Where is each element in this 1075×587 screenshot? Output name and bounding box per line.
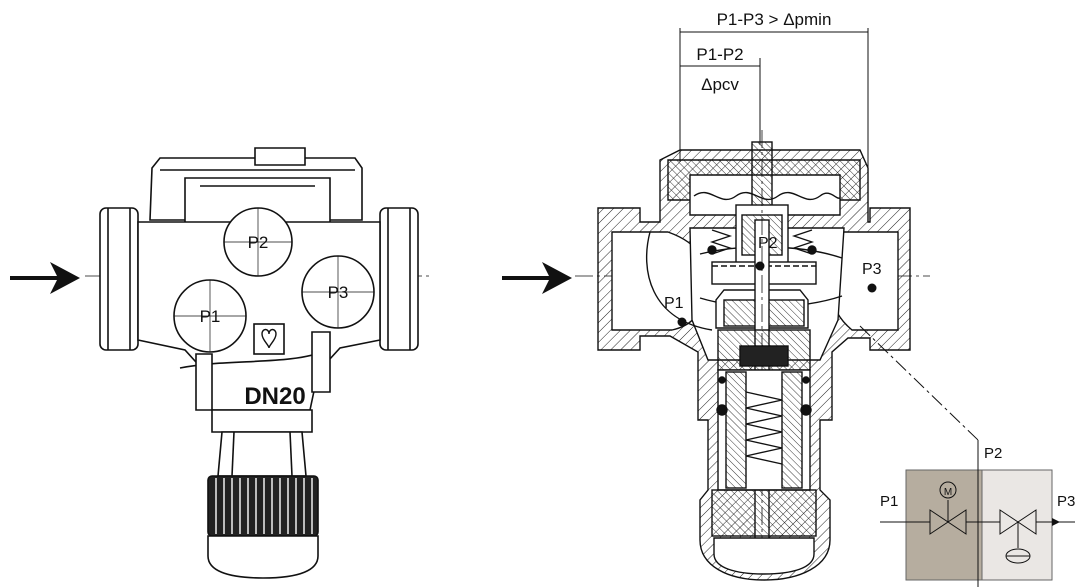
- point-p1: [677, 317, 687, 327]
- left-label-p2: P2: [248, 233, 269, 252]
- dim-inner-label: P1-P2: [696, 45, 743, 64]
- right-valve: [502, 130, 930, 581]
- schematic-label-p2: P2: [984, 445, 1002, 462]
- motor-symbol: [939, 481, 957, 499]
- schematic-label-p1: P1: [880, 493, 898, 510]
- schematic-label-p3: P3: [1057, 493, 1075, 510]
- dim-outer-label: P1-P3 > Δpmin: [717, 10, 832, 29]
- dim-inner-sub-label: Δpcv: [701, 75, 739, 94]
- right-flow-arrow: [502, 262, 572, 294]
- point-p3: [867, 283, 877, 293]
- dimension-lines: [679, 28, 869, 212]
- pressure-points: [677, 261, 877, 327]
- left-label-p1: P1: [200, 307, 221, 326]
- heart-icon: [261, 328, 277, 349]
- section-label-p1: P1: [664, 295, 684, 312]
- schematic: M P1 P2 P3: [880, 440, 1075, 587]
- point-p2: [755, 261, 765, 271]
- left-label-p3: P3: [328, 283, 349, 302]
- size-label: DN20: [244, 383, 305, 410]
- section-label-p3: P3: [862, 261, 882, 278]
- section-label-p2: P2: [758, 235, 778, 252]
- left-valve-labels: P2 P1 P3 DN20: [200, 233, 349, 410]
- left-flow-arrow: [10, 262, 80, 294]
- leader-line: [859, 325, 979, 441]
- schematic-regulator-area: [981, 469, 1053, 581]
- motor-label: M: [944, 487, 952, 498]
- heart-symbol-box: [253, 323, 285, 355]
- right-valve-labels: P1-P3 > Δpmin P1-P2 Δpcv P1 P2 P3: [664, 10, 882, 312]
- left-valve: [10, 147, 430, 579]
